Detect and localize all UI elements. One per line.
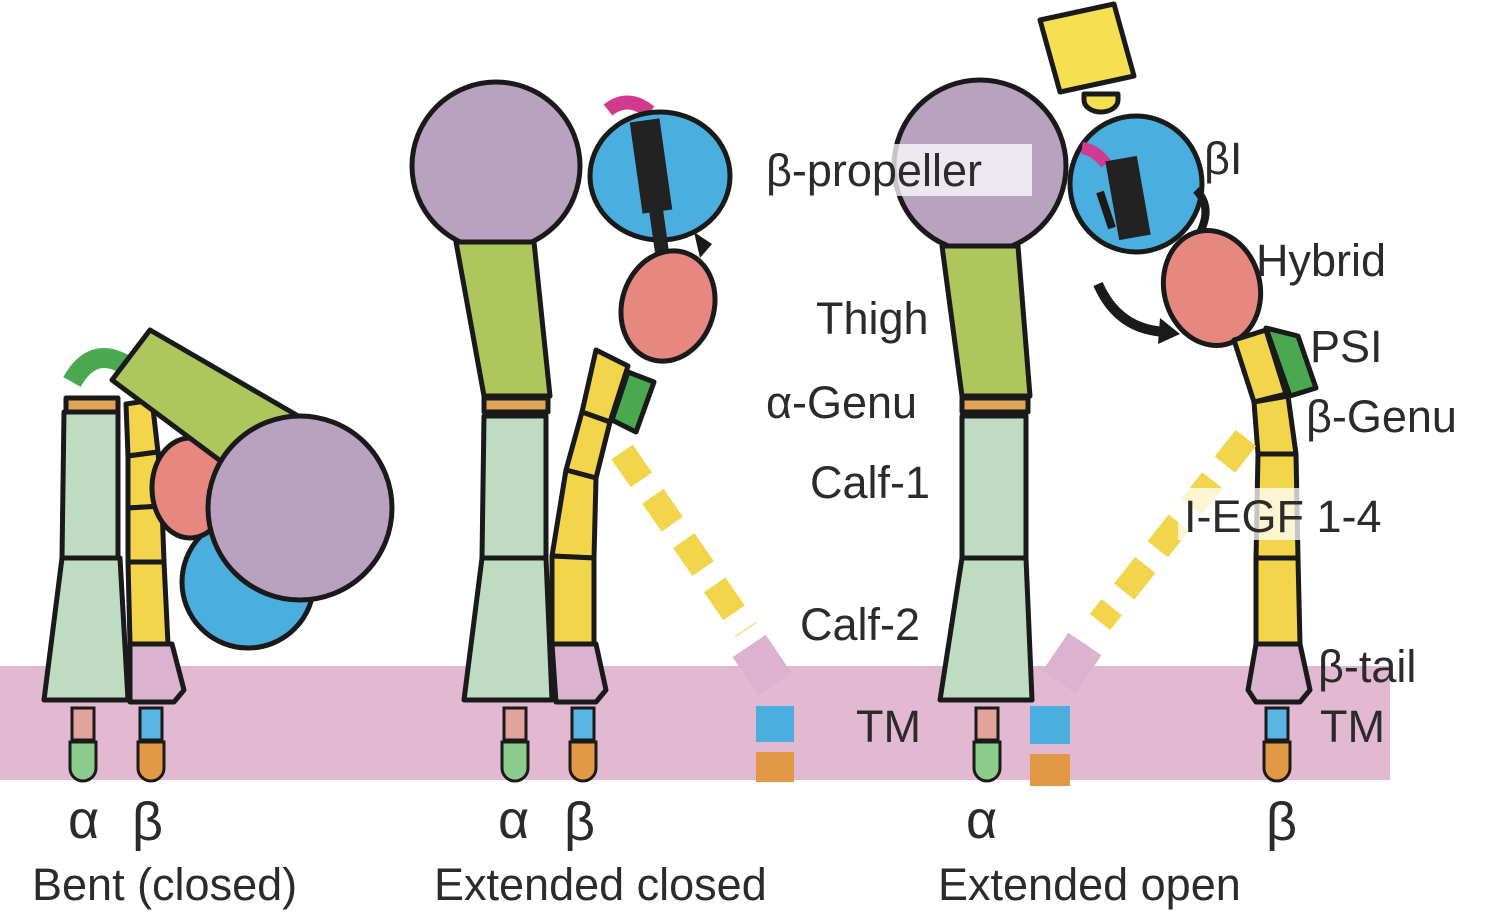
label-beta-tm: TM [1320,701,1385,752]
ec-alpha7-helix-tail [647,199,671,263]
ec-beta-tail [549,641,609,705]
ec-beta-egf-2 [563,409,613,481]
i-egf-label-bg [1178,488,1364,540]
bent-alpha-label: α [68,790,99,850]
ec-alpha1-helix [603,95,655,118]
ec-dashed-beta-tail [732,634,792,696]
ec-dashed-beta-cyto [756,752,794,782]
eo-thigh [939,243,1033,399]
eo-beta-cyto [1262,740,1292,783]
label-calf2: Calf-2 [800,599,920,650]
eo-alpha-cyto [972,740,1002,783]
bent-alpha-genu [63,395,121,415]
eo-alpha-genu [959,395,1031,415]
label-hybrid: Hybrid [1256,235,1386,286]
eo-dashed-beta-leg [1089,429,1257,631]
cell-membrane [0,666,1390,780]
bent-alpha1-helix-arc [63,348,129,388]
eo-dashed-beta-tm [1030,706,1070,744]
eo-beta-label: β [1266,792,1297,852]
eo-beta-tm [1264,706,1290,742]
ec-beta-egf-3 [549,467,599,561]
bent-caption: Bent (closed) [32,859,297,910]
label-i-egf: I-EGF 1-4 [1184,491,1382,542]
ec-alpha-calf1 [479,413,549,561]
ec-caption: Extended closed [434,859,767,910]
eo-beta-egf-4 [1253,555,1303,647]
label-beta-i: βI [1204,133,1242,184]
ec-dashed-beta-leg [611,444,757,638]
ec-beta-cyto [568,740,598,783]
ec-beta-tm [570,706,596,742]
bent-beta-egf-4 [125,559,171,647]
eo-ligand-square [1037,1,1137,95]
eo-beta-egf-2 [1251,393,1299,457]
bent-beta-propeller [205,413,395,603]
ec-alpha-label: α [498,790,529,850]
bent-alpha-tm [70,706,96,742]
eo-alpha-tm [974,706,1000,742]
eo-hybrid-swing-arrowhead [1158,318,1180,344]
eo-alpha7-shift-arrow [1096,190,1116,230]
eo-hybrid-swing-arrow [1093,281,1167,337]
bent-alpha-calf1 [59,409,121,561]
label-thigh: Thigh [816,293,929,344]
ec-alpha7-helix [629,118,673,214]
label-alpha-genu: α-Genu [766,377,917,428]
ec-beta-label: β [564,792,595,852]
eo-dashed-beta-cyto [1030,754,1070,786]
ec-beta-propeller [409,79,583,253]
label-beta-propeller: β-propeller [766,145,982,196]
eo-alpha7-helix [1105,155,1151,241]
label-beta-tail: β-tail [1318,641,1416,692]
ec-dashed-beta-tm [756,706,794,742]
bent-beta-tm [138,706,164,742]
ec-alpha-calf2 [461,555,555,703]
label-calf1: Calf-1 [810,457,930,508]
label-alpha-tm: TM [856,701,921,752]
bent-beta-tail [127,641,187,705]
ec-thigh [453,239,553,399]
ec-hybrid-arrow [694,232,712,258]
ec-alpha-genu [481,395,551,415]
eo-alpha-calf1 [959,413,1029,561]
eo-alpha-label: α [966,790,997,850]
ec-alpha-cyto [500,740,530,783]
bent-beta-cyto [136,740,166,783]
ec-beta-egf-4 [549,553,597,647]
eo-alpha-calf2 [937,555,1035,703]
eo-alpha1-helix [1080,142,1111,168]
ec-alpha-tm [502,706,528,742]
eo-caption: Extended open [938,859,1241,910]
eo-dashed-beta-tail [1042,632,1102,694]
beta-propeller-label-bg [846,144,1032,196]
label-psi: PSI [1310,321,1383,372]
eo-hybrid-domain [1160,228,1264,348]
bent-beta-label: β [132,792,163,852]
ec-hybrid-domain [618,248,718,364]
bent-alpha-cyto [68,740,98,783]
extended-closed-integrin [409,79,794,783]
label-beta-genu: β-Genu [1306,391,1457,442]
bent-alpha-calf2 [41,555,131,703]
eo-ligand-stem [1081,91,1121,115]
eo-beta-tail [1245,641,1313,705]
bent-closed-integrin [41,327,395,783]
